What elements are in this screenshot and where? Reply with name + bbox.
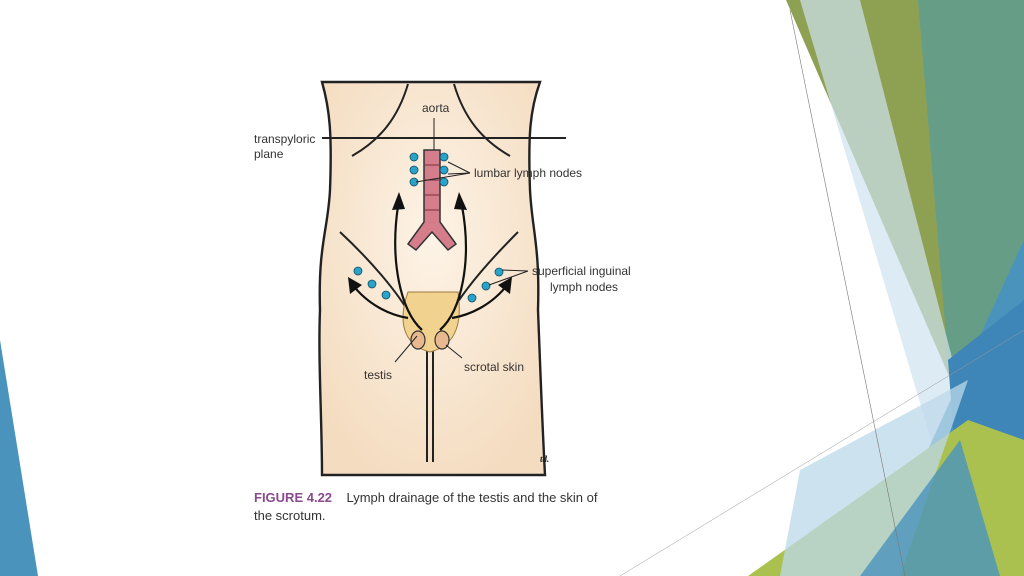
figure-caption-text: Lymph drainage of the testis and the ski… (346, 490, 597, 505)
label-transpyloric-line2: plane (254, 147, 284, 161)
label-scrotal-skin: scrotal skin (464, 360, 524, 374)
figure-caption-line1: FIGURE 4.22 Lymph drainage of the testis… (254, 489, 598, 506)
label-lumbar-lymph-nodes: lumbar lymph nodes (474, 166, 582, 180)
aorta-vessel (406, 149, 458, 252)
inguinal-lymph-nodes (353, 266, 504, 303)
label-inguinal-line1: superficial inguinal (532, 264, 631, 278)
figure-number: FIGURE 4.22 (254, 490, 332, 505)
decor-panel (619, 0, 1024, 576)
label-testis: testis (364, 368, 392, 382)
artist-signature: td. (540, 454, 549, 464)
body-outline (318, 80, 547, 477)
label-transpyloric-line1: transpyloric (254, 132, 315, 146)
label-aorta: aorta (422, 101, 450, 115)
label-inguinal-line2: lymph nodes (550, 280, 618, 294)
left-edge-accent (0, 340, 38, 576)
drainage-arrows (351, 205, 509, 331)
anatomy-diagram (318, 80, 566, 477)
figure-caption-line2: the scrotum. (254, 508, 326, 523)
lumbar-lymph-nodes (409, 152, 449, 187)
